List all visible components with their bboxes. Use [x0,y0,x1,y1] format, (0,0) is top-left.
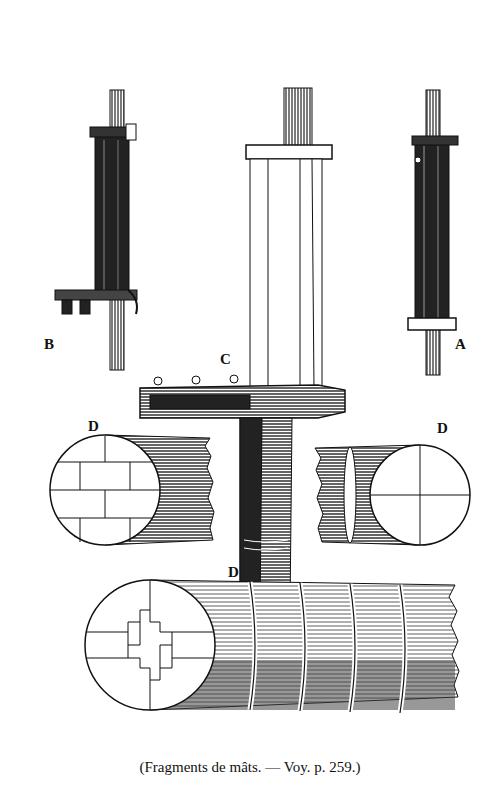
figure-letter: D [88,419,99,434]
mast-fragment-a [408,90,458,375]
figure-letter: C [220,352,231,367]
figure-letter: A [455,337,466,352]
caption: (Fragments de mâts. — Voy. p. 259.) [140,758,361,776]
mast-fragment-b [55,90,137,370]
mast-section-d-bottom [85,580,459,713]
figure-letter: D [437,421,448,436]
figure-letter: B [44,337,54,352]
mast-section-d-right [315,445,470,545]
figure-letter: D [228,565,239,580]
mast-section-d-left [50,435,214,545]
